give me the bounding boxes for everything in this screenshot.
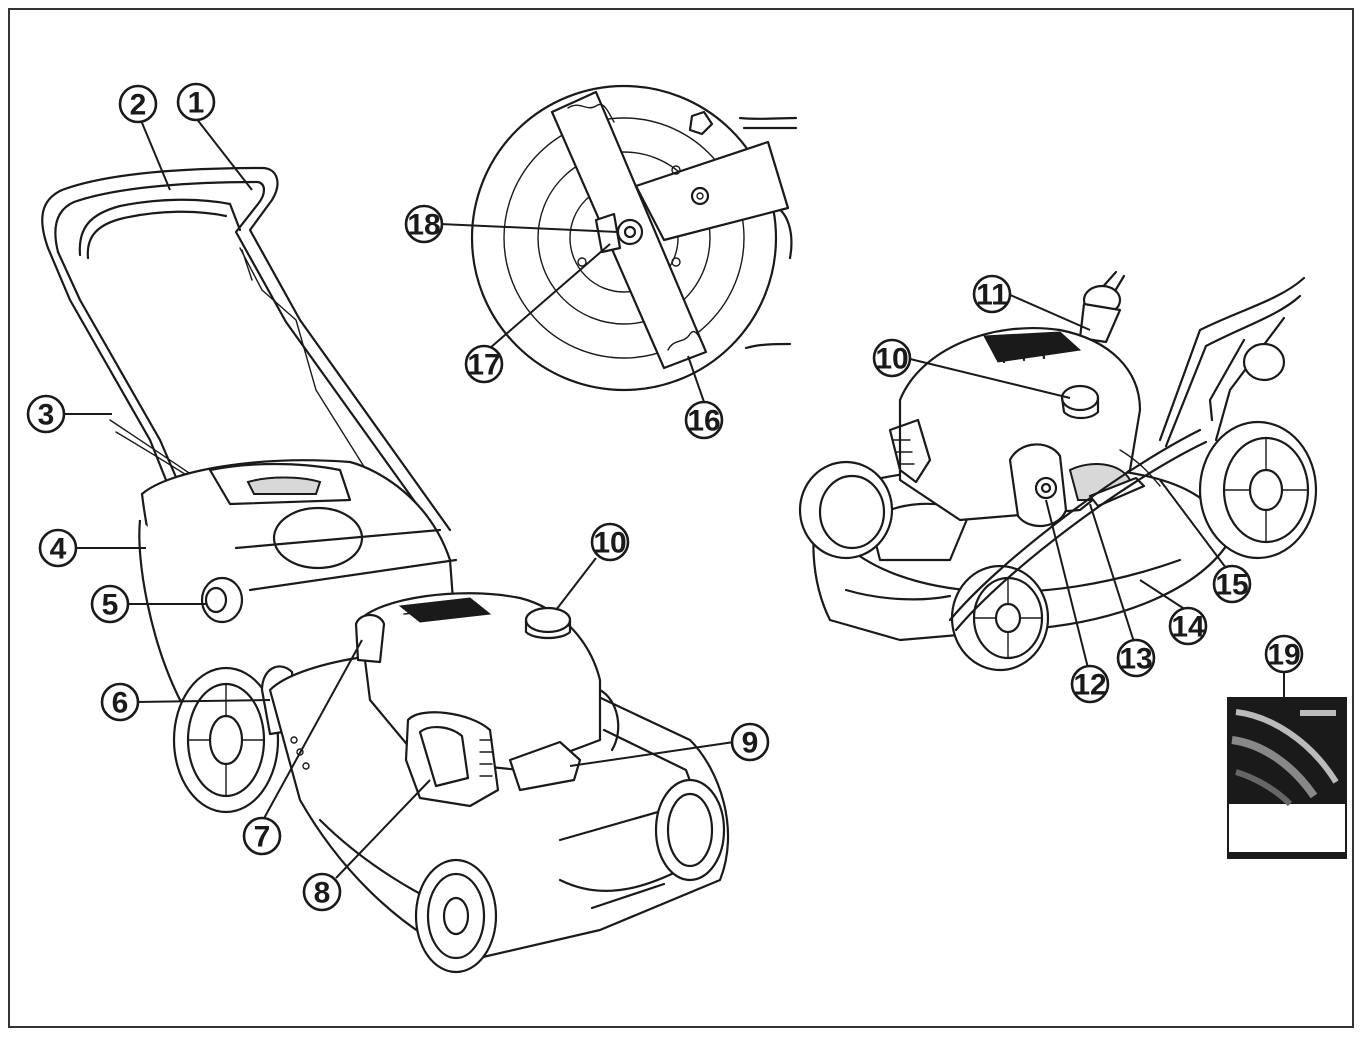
callout-18: 18	[404, 204, 444, 244]
callout-12: 12	[1070, 664, 1110, 704]
callout-number: 19	[1267, 639, 1300, 672]
blade-detail-view	[470, 84, 798, 392]
callout-circle	[26, 394, 66, 434]
callout-circle	[90, 584, 130, 624]
callout-number: 6	[112, 687, 129, 720]
callout-7: 7	[242, 816, 282, 856]
callout-number: 16	[687, 405, 720, 438]
callout-circle	[302, 872, 342, 912]
callout-17: 17	[464, 344, 504, 384]
callout-19: 19	[1264, 634, 1304, 674]
callout-number: 14	[1171, 611, 1205, 644]
callout-number: 5	[102, 589, 119, 622]
callout-number: 8	[314, 877, 331, 910]
callout-circle	[1116, 638, 1156, 678]
callout-circle	[1264, 634, 1304, 674]
callout-circle	[730, 722, 770, 762]
callout-number: 11	[976, 279, 1008, 312]
page-frame	[8, 8, 1354, 1028]
callout-13: 13	[1116, 638, 1156, 678]
callout-circle	[1168, 606, 1208, 646]
callout-circle	[404, 204, 444, 244]
callout-circle	[100, 682, 140, 722]
callout-1: 1	[176, 82, 216, 122]
leader-lines	[62, 117, 1285, 879]
callout-number: 9	[742, 727, 759, 760]
callout-9: 9	[730, 722, 770, 762]
callout-circle	[872, 338, 912, 378]
callout-number: 10	[875, 343, 908, 376]
callout-3: 3	[26, 394, 66, 434]
callout-number: 2	[130, 89, 147, 122]
callout-5: 5	[90, 584, 130, 624]
callout-2: 2	[118, 84, 158, 124]
callout-number: 18	[407, 209, 440, 242]
mower-front-view	[41, 166, 730, 974]
callout-number: 12	[1073, 669, 1106, 702]
callout-number: 4	[50, 533, 67, 566]
callout-11: 11	[972, 274, 1012, 314]
callout-number: 15	[1215, 569, 1248, 602]
callout-number: 17	[467, 349, 500, 382]
callout-circle	[242, 816, 282, 856]
callout-circle	[1212, 564, 1252, 604]
callout-circle	[684, 400, 724, 440]
callout-number: 10	[593, 527, 626, 560]
callout-8: 8	[302, 872, 342, 912]
callout-number: 1	[188, 87, 205, 120]
callout-16: 16	[684, 400, 724, 440]
callout-6: 6	[100, 682, 140, 722]
callout-10b: 10	[872, 338, 912, 378]
callout-14: 14	[1168, 606, 1208, 646]
manual-booklet	[1227, 697, 1347, 859]
callout-circle	[1070, 664, 1110, 704]
callout-circle	[464, 344, 504, 384]
callout-circle	[38, 528, 78, 568]
callout-number: 13	[1119, 643, 1152, 676]
callout-number: 7	[254, 821, 271, 854]
callout-number: 3	[38, 399, 55, 432]
mower-rear-view	[798, 270, 1318, 672]
callout-15: 15	[1212, 564, 1252, 604]
callout-circle	[176, 82, 216, 122]
callout-10a: 10	[590, 522, 630, 562]
callout-circle	[590, 522, 630, 562]
callout-circle	[118, 84, 158, 124]
callout-circle	[972, 274, 1012, 314]
callout-4: 4	[38, 528, 78, 568]
